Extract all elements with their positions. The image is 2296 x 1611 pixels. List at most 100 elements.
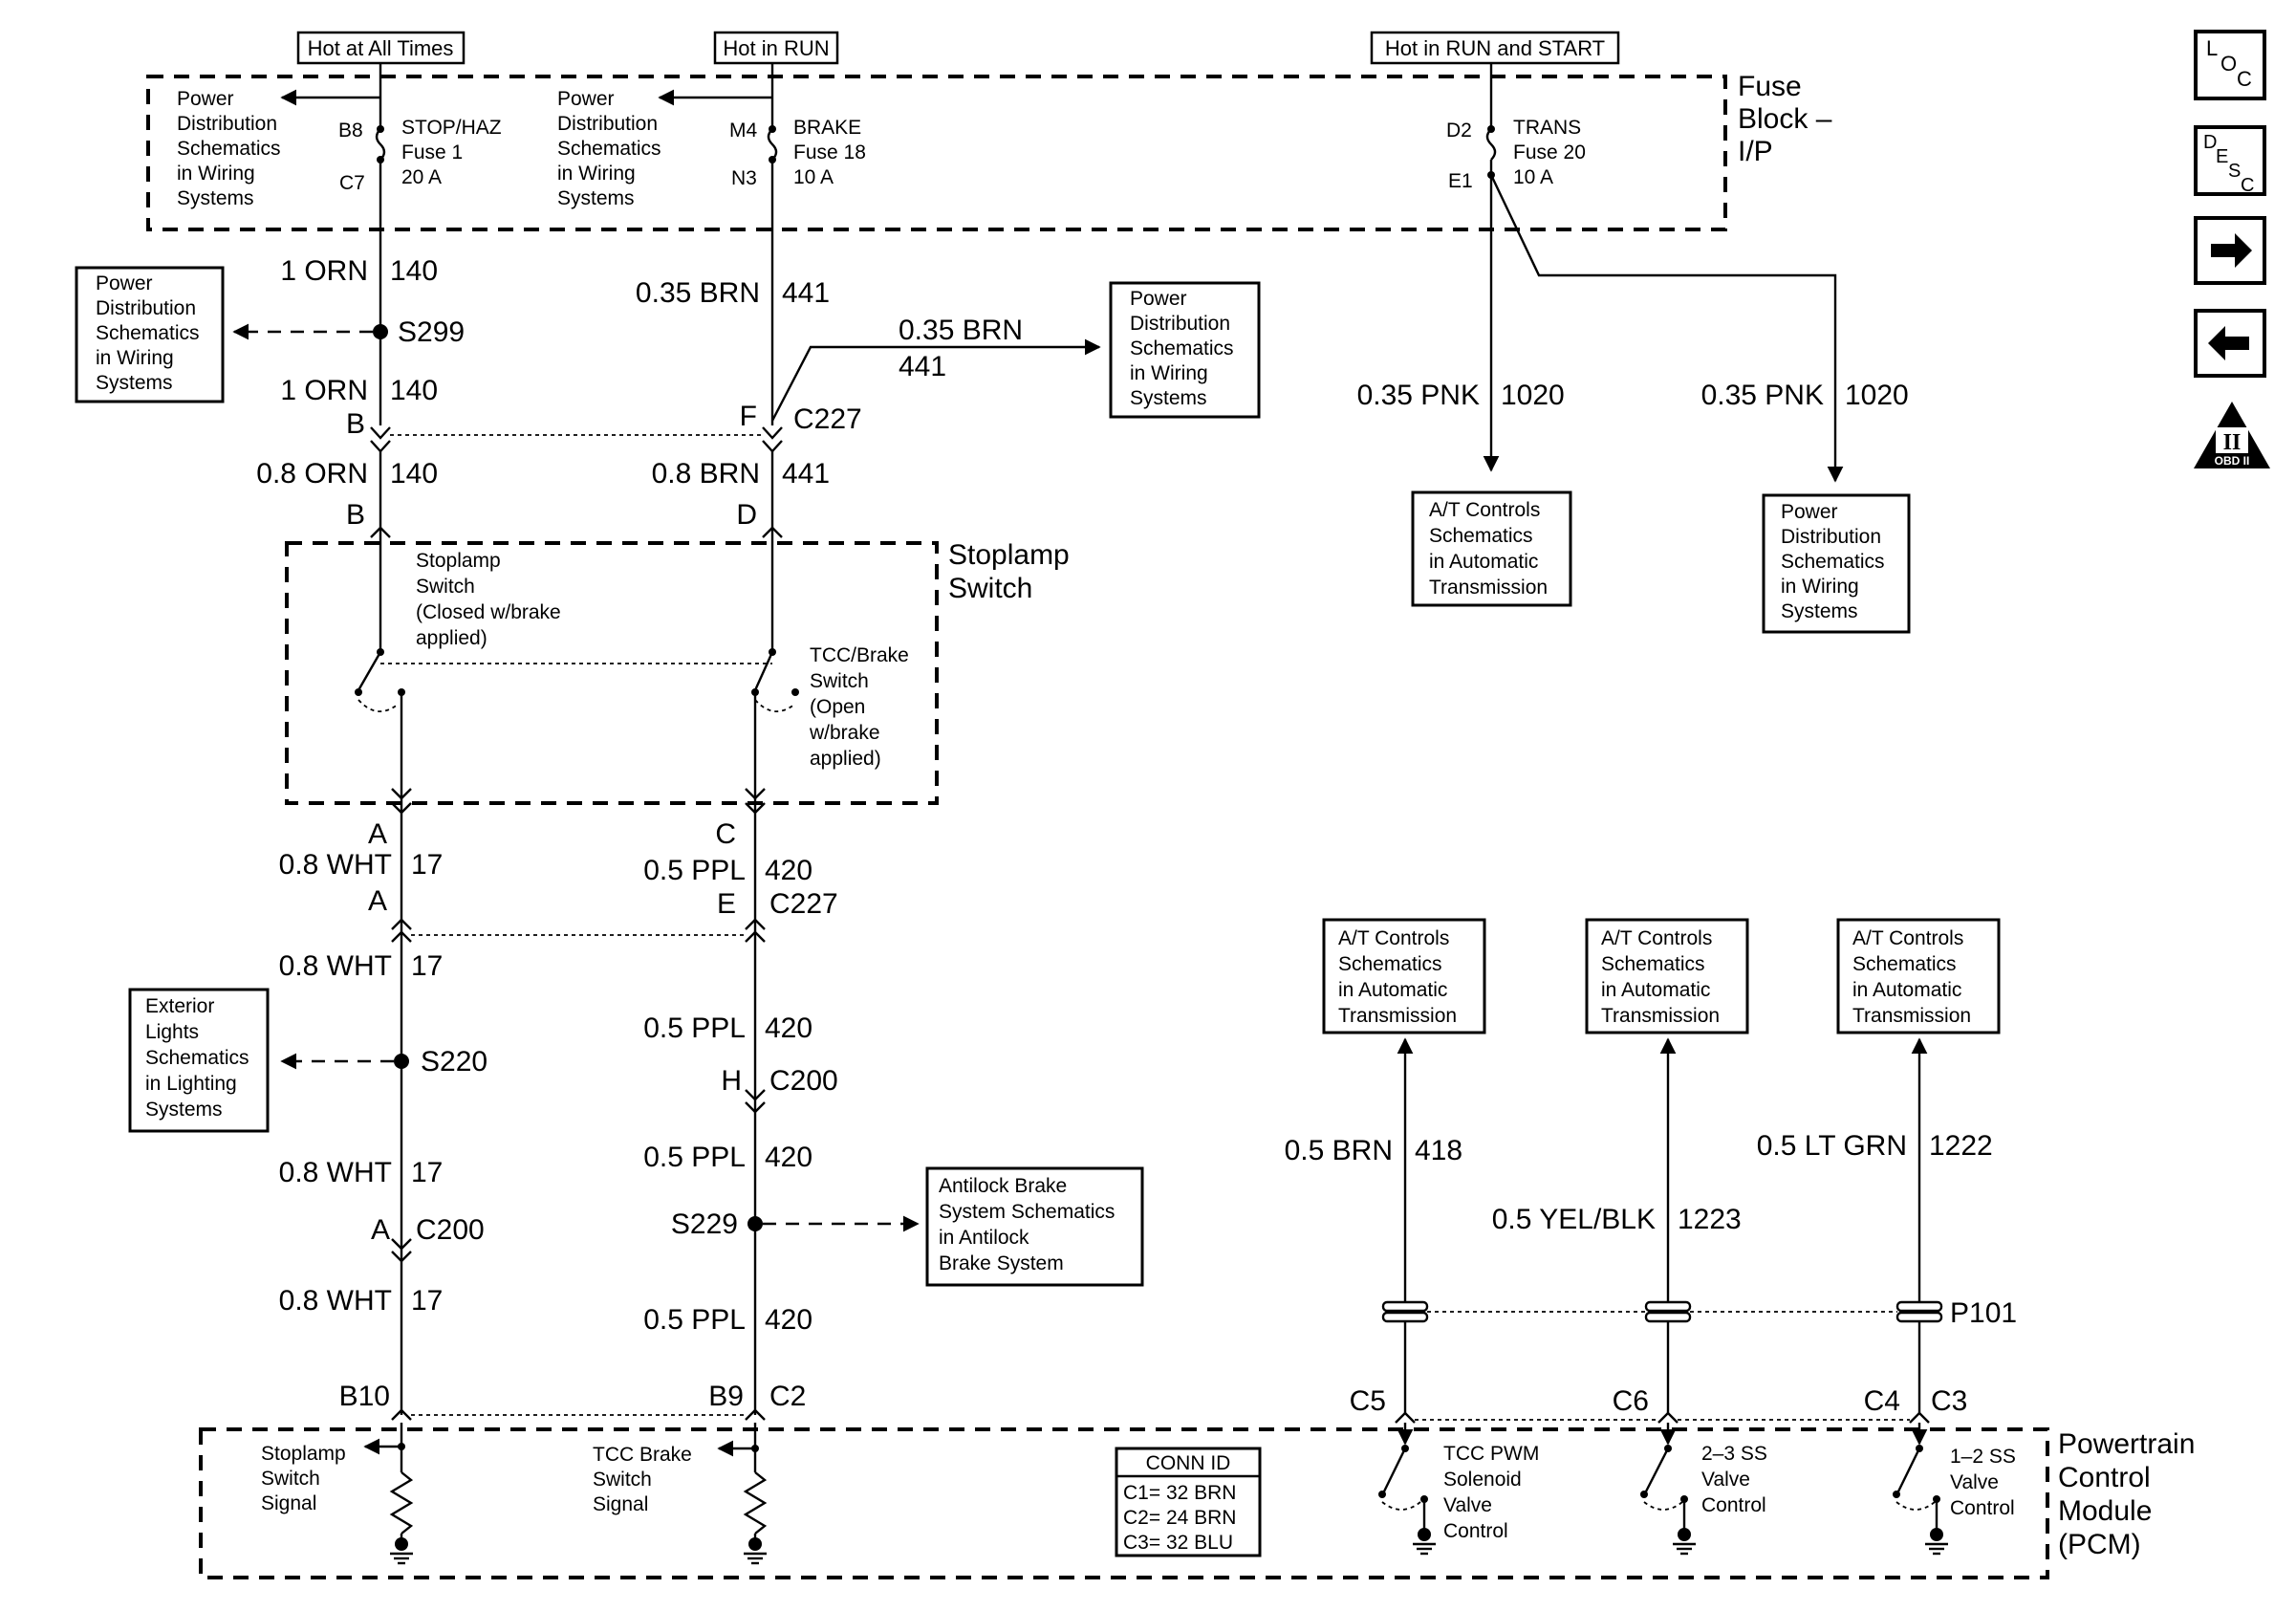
svg-text:Schematics: Schematics [1601,953,1705,975]
wire-label-0-35-pnk-1020-b: 0.35 PNK 1020 [1701,380,1909,411]
obd-ii-icon[interactable]: II OBD II [2194,402,2270,468]
wire-label-0-5-ppl-420-a: 0.5 PPL 420 [643,855,812,886]
wire-441-branch [770,338,1101,422]
pin-b-lower: B [346,499,365,531]
svg-text:0.5 BRN: 0.5 BRN [1285,1135,1393,1166]
svg-text:418: 418 [1415,1135,1462,1166]
svg-text:Switch: Switch [810,670,869,692]
svg-text:0.8 WHT: 0.8 WHT [279,1157,392,1188]
svg-text:10 A: 10 A [793,166,834,188]
splice-s220: S220 [280,1046,487,1078]
svg-text:17: 17 [411,849,443,881]
pcm-title: Powertrain Control Module (PCM) [2058,1428,2195,1560]
svg-text:Exterior: Exterior [145,995,214,1017]
wire-label-0-35-brn-441: 0.35 BRN 441 [636,277,830,309]
ref-at-controls-418: A/T Controls Schematics in Automatic Tra… [1322,918,1486,1034]
svg-text:0.35 BRN: 0.35 BRN [899,315,1023,346]
wire-label-1-orn-140: 1 ORN 140 [280,255,438,287]
svg-text:Schematics: Schematics [96,322,200,344]
svg-text:Powertrain: Powertrain [2058,1428,2195,1460]
tcc-brake-switch-contact [751,537,799,798]
wire-label-1-orn-140-b: 1 ORN 140 [280,375,438,406]
connector-c227-pin-a [391,918,412,943]
svg-text:Schematics: Schematics [557,138,661,160]
pin-h: H [721,1065,742,1097]
wire-label-0-5-ppl-420-c: 0.5 PPL 420 [643,1142,812,1173]
ref-power-distribution-top-left: Power Distribution Schematics in Wiring … [177,88,281,209]
svg-text:C1= 32 BRN: C1= 32 BRN [1123,1482,1236,1504]
svg-text:in Lighting: in Lighting [145,1073,237,1095]
wire-label-0-35-brn-441-branch: 0.35 BRN 441 [899,315,1023,382]
pcm-tcc-pwm-driver: TCC PWM Solenoid Valve Control [1378,1423,1539,1556]
svg-text:in Automatic: in Automatic [1601,979,1710,1001]
wire-label-0-8-orn-140: 0.8 ORN 140 [256,458,438,490]
svg-text:0.8 WHT: 0.8 WHT [279,1285,392,1317]
pin-a-lower: A [371,1214,390,1246]
svg-text:(Closed w/brake: (Closed w/brake [416,601,561,623]
svg-text:Systems: Systems [177,187,254,209]
svg-text:2–3 SS: 2–3 SS [1701,1443,1767,1465]
svg-text:Distribution: Distribution [1130,313,1230,335]
svg-text:CONN ID: CONN ID [1146,1452,1231,1474]
pin-e: E [717,888,736,920]
pcm-tcc-brake-signal-input: TCC Brake Switch Signal [593,1423,768,1565]
hot-in-run-and-start-label: Hot in RUN and START [1370,31,1620,65]
svg-text:S220: S220 [421,1046,487,1078]
svg-text:in Wiring: in Wiring [1130,362,1208,384]
svg-text:0.5 PPL: 0.5 PPL [643,1142,746,1173]
hot-in-run-label: Hot in RUN [713,31,839,65]
svg-text:OBD II: OBD II [2215,454,2250,468]
svg-text:in Wiring: in Wiring [177,163,255,185]
stoplamp-switch-outline [285,541,939,805]
desc-icon[interactable]: D E S C [2194,125,2266,196]
svg-text:0.35 BRN: 0.35 BRN [636,277,760,309]
pcm-2-3-ss-driver: 2–3 SS Valve Control [1640,1423,1767,1556]
svg-text:C3: C3 [1931,1385,1967,1417]
ref-power-distribution-c227: Power Distribution Schematics in Wiring … [1109,281,1261,419]
svg-text:TCC Brake: TCC Brake [593,1444,692,1466]
ref-at-controls-1223: A/T Controls Schematics in Automatic Tra… [1585,918,1749,1034]
svg-text:TRANS: TRANS [1513,117,1581,139]
wire-label-0-8-wht-17-b: 0.8 WHT 17 [279,950,444,982]
hot-at-all-times-label: Hot at All Times [296,31,466,65]
wire-1020-b [1489,174,1844,483]
wire-label-0-8-brn-441: 0.8 BRN 441 [652,458,830,490]
svg-text:C7: C7 [339,172,365,194]
svg-text:0.35 PNK: 0.35 PNK [1701,380,1824,411]
svg-text:17: 17 [411,1285,443,1317]
svg-text:Stoplamp: Stoplamp [261,1443,346,1465]
svg-text:Transmission: Transmission [1429,577,1548,599]
svg-text:Valve: Valve [1701,1469,1750,1491]
svg-text:C5: C5 [1350,1385,1386,1417]
svg-text:in Wiring: in Wiring [96,347,174,369]
svg-text:420: 420 [765,1142,812,1173]
svg-text:0.5 PPL: 0.5 PPL [643,855,746,886]
svg-text:441: 441 [782,458,830,490]
svg-text:420: 420 [765,855,812,886]
pin-a-upper: A [368,818,387,850]
svg-text:Schematics: Schematics [1338,953,1442,975]
svg-text:Brake System: Brake System [939,1252,1064,1274]
wire-label-0-8-wht-17-d: 0.8 WHT 17 [279,1285,444,1317]
svg-text:in Antilock: in Antilock [939,1227,1029,1249]
svg-text:Block –: Block – [1738,103,1832,135]
svg-text:B8: B8 [338,120,363,142]
svg-text:Control: Control [1443,1520,1508,1542]
svg-text:Transmission: Transmission [1852,1005,1971,1027]
fuse-block-outline [146,75,1727,231]
pin-c: C [715,818,736,850]
arrow-left-icon[interactable] [2194,309,2266,378]
pin-d: D [736,499,757,531]
svg-text:420: 420 [765,1304,812,1336]
svg-text:Power: Power [96,272,153,294]
pin-b-upper: B [346,408,365,440]
svg-text:1–2 SS: 1–2 SS [1950,1446,2016,1468]
fuse-1: B8 C7 STOP/HAZ Fuse 1 20 A [280,63,502,194]
loc-icon[interactable]: L O C [2194,30,2266,100]
svg-text:1 ORN: 1 ORN [280,255,368,287]
svg-text:Module: Module [2058,1495,2152,1527]
svg-text:Fuse 20: Fuse 20 [1513,142,1586,163]
arrow-right-icon[interactable] [2194,216,2266,285]
svg-text:C: C [2241,175,2254,196]
connector-p101: P101 [1381,1297,2017,1329]
